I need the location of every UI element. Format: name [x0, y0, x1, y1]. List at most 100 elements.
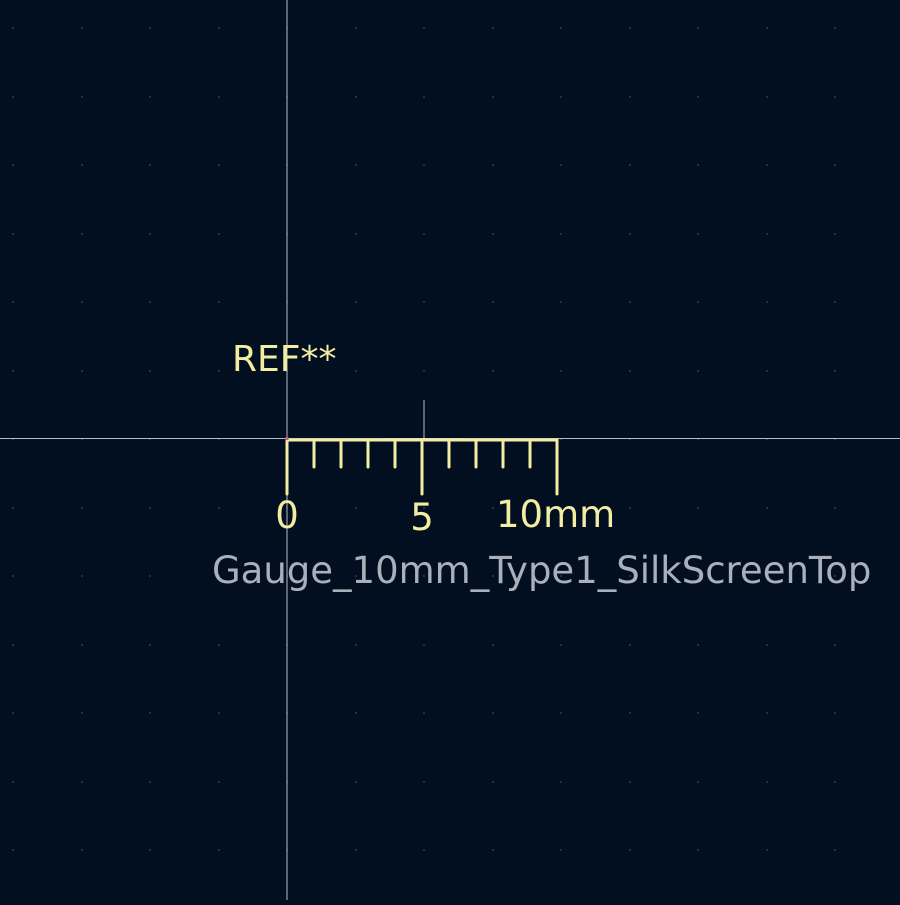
grid-dot [629, 370, 631, 372]
gauge-scale[interactable] [285, 438, 559, 496]
grid-dot [12, 164, 14, 166]
grid-dot [12, 507, 14, 509]
grid-dot [560, 27, 562, 29]
grid-dot [355, 233, 357, 235]
grid-dot [149, 164, 151, 166]
grid-dot [423, 507, 425, 509]
grid-dot [697, 712, 699, 714]
grid-dot [149, 27, 151, 29]
grid-dot [629, 96, 631, 98]
grid-dot [81, 164, 83, 166]
grid-dot [81, 233, 83, 235]
grid-dot [81, 301, 83, 303]
grid-dot [766, 849, 768, 851]
grid-dot [355, 507, 357, 509]
grid-dot [560, 507, 562, 509]
grid-dot [149, 301, 151, 303]
grid-dot [12, 644, 14, 646]
grid-dot [355, 27, 357, 29]
grid-dot [766, 233, 768, 235]
grid-dot [12, 96, 14, 98]
grid-dot [12, 27, 14, 29]
grid-dot [423, 96, 425, 98]
grid-dot [423, 849, 425, 851]
grid-dot [81, 644, 83, 646]
grid-dot [697, 96, 699, 98]
grid-dot [697, 233, 699, 235]
grid-dot [355, 644, 357, 646]
origin-marker [285, 436, 289, 441]
grid-dot [218, 370, 220, 372]
grid-dot [355, 370, 357, 372]
grid-dot [629, 849, 631, 851]
grid-dot [423, 370, 425, 372]
grid-dot [423, 233, 425, 235]
grid-dot [834, 781, 836, 783]
grid-dot [12, 849, 14, 851]
grid-dot [697, 164, 699, 166]
grid-dot [766, 164, 768, 166]
grid-dot [355, 849, 357, 851]
grid-dot [697, 507, 699, 509]
grid-dot [560, 575, 562, 577]
grid-dot [355, 301, 357, 303]
footprint-anchor-cross [384, 400, 464, 439]
grid-dot [766, 644, 768, 646]
grid-dot [560, 849, 562, 851]
grid-dot [834, 370, 836, 372]
grid-dot [766, 27, 768, 29]
grid-dot [492, 301, 494, 303]
grid-dot [149, 370, 151, 372]
grid-dot [81, 712, 83, 714]
grid-dot [492, 781, 494, 783]
grid-dot [81, 370, 83, 372]
grid-dot [12, 712, 14, 714]
grid-dot [355, 781, 357, 783]
grid-dot [218, 575, 220, 577]
grid-dot [355, 575, 357, 577]
footprint-value-text[interactable]: Gauge_10mm_Type1_SilkScreenTop [212, 549, 871, 592]
grid-dot [834, 164, 836, 166]
grid-dot [218, 781, 220, 783]
grid-dot [492, 575, 494, 577]
reference-designator[interactable]: REF** [232, 339, 336, 380]
grid-dot [423, 301, 425, 303]
grid-dot [423, 712, 425, 714]
grid-dot [149, 712, 151, 714]
grid-dot [423, 781, 425, 783]
grid-dot [560, 233, 562, 235]
grid-dot [834, 96, 836, 98]
grid-dot [492, 370, 494, 372]
grid-dot [149, 507, 151, 509]
grid-dot [629, 233, 631, 235]
grid-dot [492, 507, 494, 509]
grid-dot [355, 96, 357, 98]
grid-dot [629, 164, 631, 166]
grid-dot [149, 644, 151, 646]
grid-dot [12, 370, 14, 372]
grid-dot [766, 301, 768, 303]
scale-label-10mm: 10mm [496, 493, 615, 536]
grid-dot [12, 781, 14, 783]
grid-dot [834, 849, 836, 851]
grid-dot [834, 712, 836, 714]
grid-dot [834, 233, 836, 235]
grid-dot [560, 781, 562, 783]
grid-dot [12, 575, 14, 577]
grid-dot [629, 644, 631, 646]
grid-dot [218, 712, 220, 714]
grid-dot [423, 164, 425, 166]
grid-dot [81, 96, 83, 98]
grid-dot [423, 27, 425, 29]
grid-dot [218, 507, 220, 509]
grid-dot [629, 507, 631, 509]
grid-dot [560, 96, 562, 98]
grid-dot [834, 301, 836, 303]
grid-dot [149, 781, 151, 783]
grid-dot [218, 233, 220, 235]
grid-dot [149, 233, 151, 235]
grid-dot [629, 575, 631, 577]
grid-dot [218, 27, 220, 29]
grid-dot [766, 781, 768, 783]
